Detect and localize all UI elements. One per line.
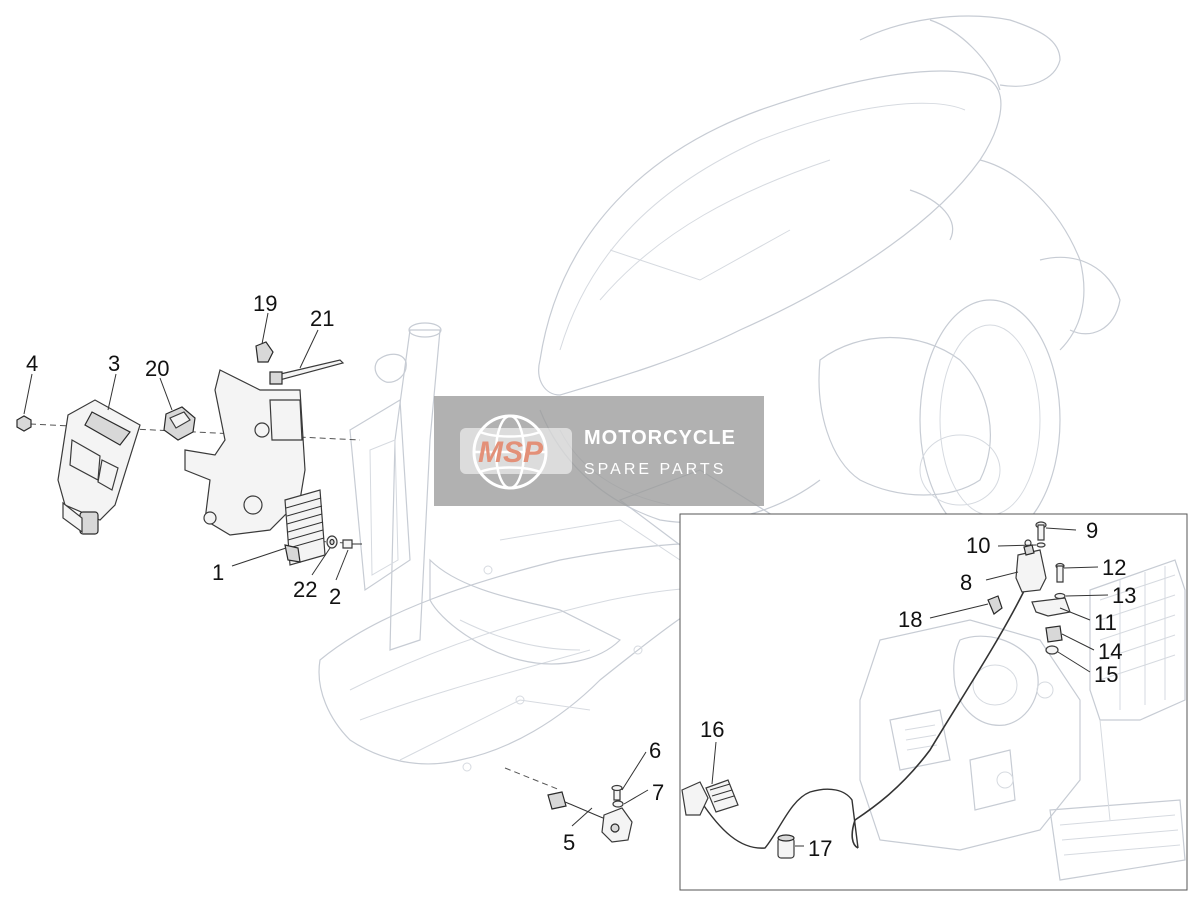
part-19-clip [255,341,274,363]
mounting-bracket [184,369,306,536]
part-18-cable-clip [987,595,1003,615]
watermark-logo-text: MSP [478,436,544,469]
callout-20: 20 [145,356,169,381]
assembly-axis-line [504,767,561,791]
part-14-spacer [1045,625,1063,643]
part-6-screw [611,784,623,801]
part-5-sensor-cable [547,791,633,843]
part-15-grommet [1045,645,1059,655]
callout-2: 2 [329,584,341,609]
callout-1: 1 [212,560,224,585]
part-21-cable-tie [269,359,345,385]
scooter-ghost-outline [318,15,1121,772]
callout-6: 6 [649,738,661,763]
callout-18: 18 [898,607,922,632]
watermark: MSP MOTORCYCLE SPARE PARTS [434,396,764,506]
callout-5: 5 [563,830,575,855]
part-2-screw [342,539,362,549]
callout-9: 9 [1086,518,1098,543]
watermark-brand: MOTORCYCLE [584,427,736,449]
callout-3: 3 [108,351,120,376]
callout-4: 4 [26,351,38,376]
part-16-pickup-sensor [681,779,739,816]
part-4-nut [16,415,32,432]
callout-12: 12 [1102,555,1126,580]
leader-lines [23,312,1109,847]
callout-16: 16 [700,717,724,742]
part-7-washer [612,800,624,808]
callout-17: 17 [808,836,832,861]
engine-ghost [859,559,1186,881]
part-3-voltage-regulator [57,399,141,535]
sensor-cable [699,788,859,849]
callout-22: 22 [293,577,317,602]
callout-labels: 1 2 3 4 5 6 7 8 9 10 11 12 13 14 15 16 1… [26,291,1136,861]
callout-21: 21 [310,306,334,331]
detail-inset-frame [679,513,1188,891]
callout-13: 13 [1112,583,1136,608]
callout-7: 7 [652,780,664,805]
part-12-bolt [1055,562,1065,583]
part-11-bracket [1031,597,1071,617]
part-20-rubber-mount [163,406,196,441]
callout-19: 19 [253,291,277,316]
part-9-bolt [1035,521,1047,541]
callout-14: 14 [1098,639,1122,664]
callout-8: 8 [960,570,972,595]
part-10-washer [1036,542,1046,548]
callout-11: 11 [1094,610,1117,635]
part-17-grommet [777,834,795,859]
part-1-ignition-coil [284,489,326,566]
callout-10: 10 [966,533,990,558]
ignition-ht-cable [851,584,1028,849]
watermark-tagline: SPARE PARTS [584,461,726,478]
part-8-ignition-coil [1015,539,1047,593]
callout-15: 15 [1094,662,1118,687]
part-22-washer [326,535,338,549]
watermark-logo-badge [460,428,572,474]
